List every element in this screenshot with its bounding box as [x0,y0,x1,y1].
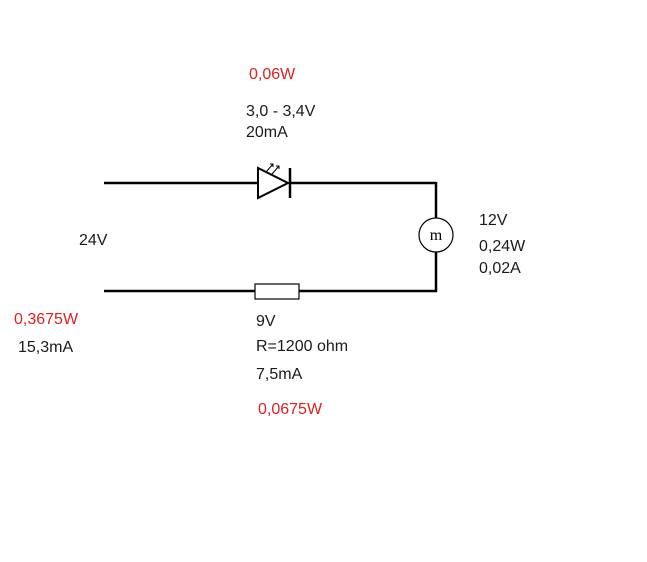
motor-voltage-label: 12V [479,212,508,229]
led-voltage-label: 3,0 - 3,4V [246,103,316,120]
resistor-current-label: 7,5mA [256,366,303,383]
led-power-label: 0,06W [249,66,296,83]
resistor-power-label: 0,0675W [258,401,323,418]
motor-icon: m [418,217,454,253]
motor-current-label: 0,02A [479,260,521,277]
motor-symbol-label: m [430,227,443,244]
motor-power-label: 0,24W [479,238,526,255]
resistor-voltage-label: 9V [256,313,276,330]
resistor-resistance-label: R=1200 ohm [256,338,349,355]
source-voltage-label: 24V [79,232,108,249]
source-current-label: 15,3mA [18,339,74,356]
led-icon [257,163,292,200]
resistor-icon [254,283,300,300]
led-current-label: 20mA [246,124,288,141]
source-power-label: 0,3675W [14,311,79,328]
